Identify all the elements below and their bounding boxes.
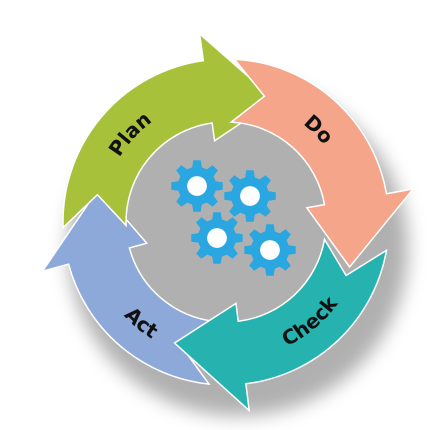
check-arrow-shape xyxy=(173,237,388,413)
gear-4-hole xyxy=(260,240,280,260)
act-arrow xyxy=(40,186,218,386)
check-arrow xyxy=(173,237,388,413)
do-arrow xyxy=(229,58,415,269)
act-arrow-shape xyxy=(40,186,218,386)
do-arrow-shape xyxy=(229,58,415,269)
gears-icon xyxy=(171,160,296,276)
cycle-arrows xyxy=(40,31,415,413)
gear-1-hole xyxy=(187,176,207,196)
plan-arrow xyxy=(62,31,277,230)
plan-arrow-shape xyxy=(62,31,277,230)
gear-3-hole xyxy=(207,228,227,248)
gear-2-hole xyxy=(240,186,260,206)
